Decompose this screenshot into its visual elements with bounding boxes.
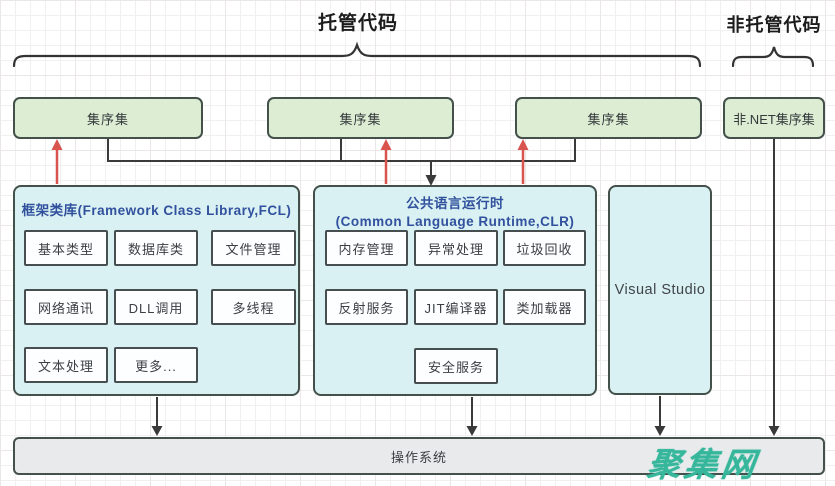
clr-title: 公共语言运行时 (Common Language Runtime,CLR): [315, 195, 595, 230]
fcl-item-multithread: 多线程: [211, 289, 296, 325]
clr-title-line1: 公共语言运行时: [406, 196, 504, 211]
clr-item-class-loader: 类加载器: [503, 289, 586, 325]
unmanaged-code-label: 非托管代码: [726, 15, 822, 35]
clr-item-gc: 垃圾回收: [503, 230, 586, 266]
clr-item-security: 安全服务: [414, 348, 498, 384]
fcl-item-dll-call: DLL调用: [114, 289, 198, 325]
clr-item-memory: 内存管理: [325, 230, 408, 266]
watermark-logo: 聚集网: [645, 446, 762, 483]
assembly-box-1: 集序集: [13, 97, 203, 139]
assembly-box-2: 集序集: [267, 97, 454, 139]
fcl-item-text: 文本处理: [24, 347, 108, 383]
fcl-item-basic-types: 基本类型: [24, 230, 108, 266]
managed-code-label: 托管代码: [317, 13, 398, 34]
fcl-container: 框架类库(Framework Class Library,FCL) 基本类型 数…: [13, 185, 300, 396]
fcl-title: 框架类库(Framework Class Library,FCL): [21, 203, 292, 218]
red-arrows: [55, 148, 525, 184]
clr-item-jit: JIT编译器: [414, 289, 498, 325]
clr-item-reflection: 反射服务: [325, 289, 408, 325]
non-dotnet-assembly-box: 非.NET集序集: [723, 97, 825, 139]
managed-brace: [12, 41, 702, 68]
clr-item-exception: 异常处理: [414, 230, 498, 266]
fcl-item-network: 网络通讯: [24, 289, 108, 325]
clr-container: 公共语言运行时 (Common Language Runtime,CLR) 内存…: [313, 185, 597, 396]
clr-title-line2: (Common Language Runtime,CLR): [335, 213, 575, 229]
visual-studio-box: Visual Studio: [608, 185, 712, 395]
unmanaged-brace: [731, 46, 815, 68]
os-bar: 操作系统: [13, 437, 825, 475]
fcl-item-file-mgmt: 文件管理: [211, 230, 296, 266]
assembly-box-3: 集序集: [515, 97, 702, 139]
fcl-item-database: 数据库类: [114, 230, 198, 266]
assembly-connector: [107, 139, 576, 178]
fcl-item-more: 更多...: [114, 347, 198, 383]
